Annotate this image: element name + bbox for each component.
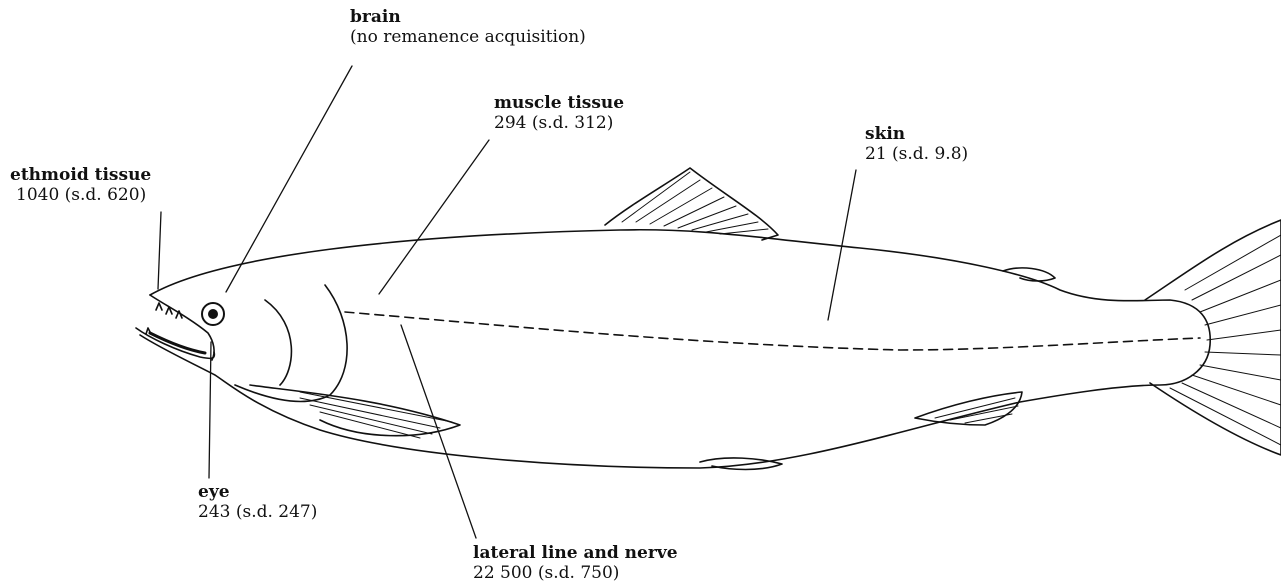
tail-fin-rays (1170, 235, 1281, 445)
label-muscle-tissue: muscle tissue 294 (s.d. 312) (494, 93, 624, 133)
adipose-fin (1003, 268, 1055, 281)
label-muscle-tissue-value: 294 (s.d. 312) (494, 113, 624, 133)
label-skin-name: skin (865, 124, 968, 144)
label-lateral-line-value: 22 500 (s.d. 750) (473, 563, 678, 583)
tail-fin (1145, 220, 1281, 455)
fish-body-outline (140, 230, 1210, 468)
leader-lateral (401, 325, 476, 538)
label-eye-name: eye (198, 482, 317, 502)
eye-pupil (208, 309, 218, 319)
label-skin-value: 21 (s.d. 9.8) (865, 144, 968, 164)
label-ethmoid-tissue: ethmoid tissue 1040 (s.d. 620) (10, 165, 151, 205)
label-lateral-line-name: lateral line and nerve (473, 543, 678, 563)
label-muscle-tissue-name: muscle tissue (494, 93, 624, 113)
gill-cover-inner (265, 300, 291, 385)
leader-muscle (379, 140, 489, 294)
label-ethmoid-tissue-name: ethmoid tissue (10, 165, 151, 185)
pectoral-fin (250, 385, 460, 436)
leader-brain (226, 66, 352, 292)
label-eye: eye 243 (s.d. 247) (198, 482, 317, 522)
label-lateral-line: lateral line and nerve 22 500 (s.d. 750) (473, 543, 678, 583)
lateral-line (345, 312, 1200, 350)
leader-ethmoid (158, 212, 161, 289)
label-eye-value: 243 (s.d. 247) (198, 502, 317, 522)
label-brain-value: (no remanence acquisition) (350, 27, 586, 47)
label-skin: skin 21 (s.d. 9.8) (865, 124, 968, 164)
dorsal-fin-rays (622, 172, 768, 234)
teeth (146, 303, 182, 334)
leader-eye (209, 342, 211, 478)
label-brain: brain (no remanence acquisition) (350, 7, 586, 47)
label-brain-name: brain (350, 7, 586, 27)
label-ethmoid-tissue-value: 1040 (s.d. 620) (10, 185, 151, 205)
